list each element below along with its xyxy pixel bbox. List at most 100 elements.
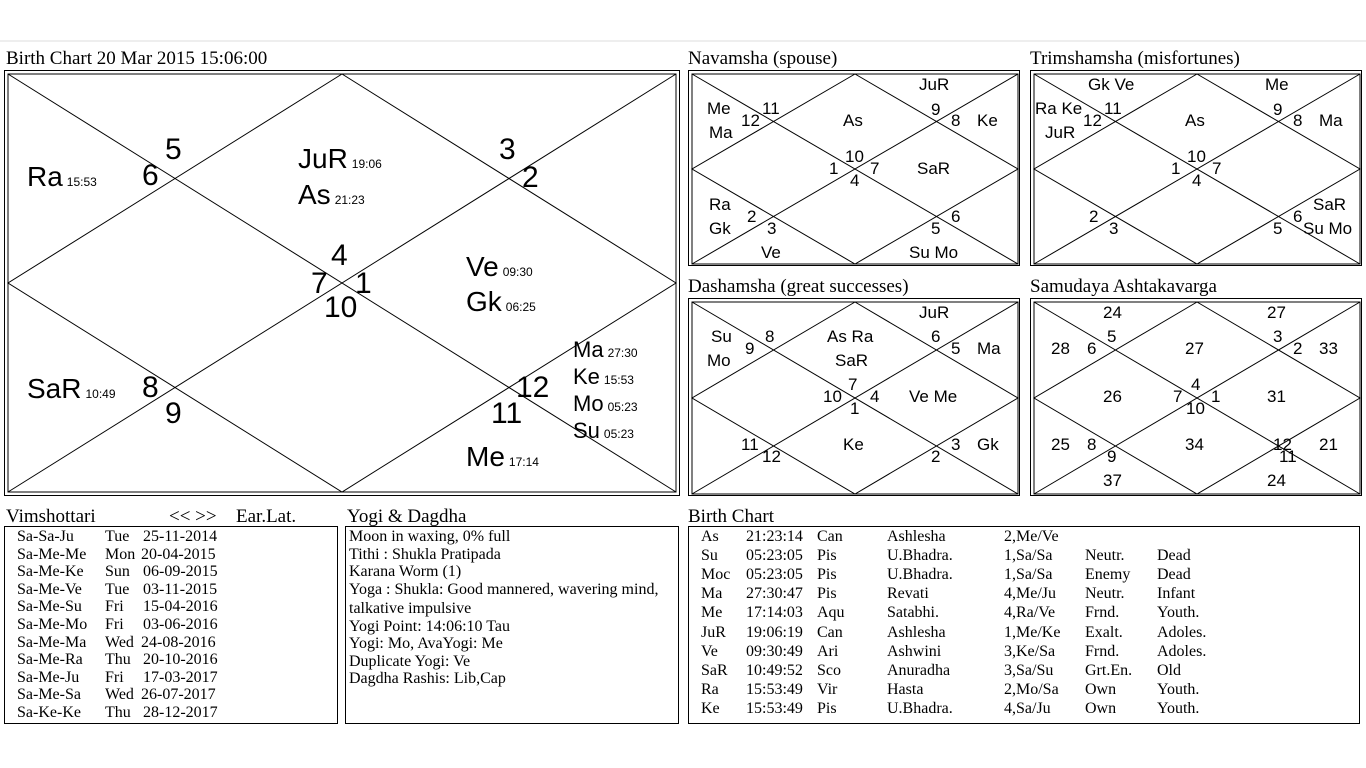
dashamsha-cell: JuR [919,303,950,322]
planet-pada: 3,Ke/Sa [1004,642,1056,660]
planet-deg: 09:30:49 [746,642,803,660]
planet-nak: U.Bhadra. [887,699,953,717]
dasha-period: Sa-Me-Su [17,598,82,616]
dasha-day: Tue [105,580,130,598]
sign-number: 4 [331,239,348,272]
planet-state: Old [1157,661,1181,679]
planet-nak: Revati [887,585,929,603]
navamsha-title: Navamsha (spouse) [688,48,838,69]
planet-planet: Me [701,604,723,622]
planet-planet: Ra [701,680,719,698]
planet-pada: 4,Sa/Ju [1004,699,1051,717]
top-separator [0,40,1366,42]
trimshamsha-cell: 12 [1083,111,1102,130]
dasha-date: 28-12-2017 [143,704,218,721]
yogi-line: Dagdha Rashis: Lib,Cap [349,670,506,688]
navamsha-grid [691,73,1019,265]
dasha-date: 20-10-2016 [143,651,218,669]
ashtakavarga-cell: 7 [1173,387,1183,406]
dashamsha-cell: Gk [977,435,999,454]
planet-rel: Frnd. [1085,642,1120,660]
navamsha-chart[interactable]: Me Ma 11 12 As JuR 9 8 Ke 1 10 7 4 SaR R… [688,70,1020,266]
dasha-period: Sa-Sa-Ju [17,528,74,545]
planet-nak: Anuradha [887,661,951,679]
trimshamsha-grid [1033,73,1361,265]
dashamsha-cell: 9 [745,339,755,358]
trimshamsha-cell: Ma [1319,111,1343,130]
dasha-date: 15-04-2016 [143,598,218,616]
dasha-day: Fri [105,598,124,616]
sign-number: 12 [516,371,550,404]
navamsha-cell: 2 [747,207,757,226]
navamsha-cell: Ma [709,123,733,142]
ashtakavarga-cell: 21 [1319,435,1338,454]
navamsha-cell: Ke [977,111,998,130]
dashamsha-grid [691,301,1019,495]
sign-number: 5 [165,133,182,166]
sign-number: 8 [142,371,159,404]
planet-rel: Enemy [1085,566,1131,584]
sign-number: 2 [522,161,539,194]
vimshottari-mode[interactable]: Ear.Lat. [236,506,297,527]
dasha-period: Sa-Me-Ma [17,633,87,651]
planet-planet: Ke [701,699,720,717]
planet-sign: Ari [817,642,839,660]
sign-number: 7 [311,267,328,300]
vimshottari-nav-arrows[interactable]: << >> [169,506,217,527]
navamsha-cell: Gk [709,219,731,238]
ashtakavarga-cell: 6 [1087,339,1097,358]
dasha-period: Sa-Me-Me [17,545,87,563]
navamsha-cell: Ra [709,195,731,214]
main-chart-title: Birth Chart 20 Mar 2015 15:06:00 [6,48,268,69]
ashtakavarga-cell: 28 [1051,339,1070,358]
planet-nak: Hasta [887,680,924,698]
dashamsha-cell: 6 [931,327,941,346]
trimshamsha-cell: 11 [1104,99,1122,118]
navamsha-cell: 6 [951,207,961,226]
yogi-line: Duplicate Yogi: Ve [349,652,471,670]
ashtakavarga-chart[interactable]: 24 27 28 6 5 27 3 2 33 26 7 4 10 1 31 25… [1030,298,1362,496]
dashamsha-cell: 11 [741,435,759,454]
planet-state: Youth. [1157,604,1200,622]
planet-state: Youth. [1157,699,1200,717]
ashtakavarga-cell: 24 [1267,471,1286,490]
planet-state: Dead [1157,547,1191,565]
planet-pada: 2,Me/Ve [1004,528,1059,545]
planet-rel: Neutr. [1085,547,1125,565]
trimshamsha-title: Trimshamsha (misfortunes) [1030,48,1240,69]
dasha-day: Tue [105,528,130,545]
navamsha-cell: Me [707,99,731,118]
dasha-date: 25-11-2014 [143,528,218,545]
planet-sign: Vir [817,680,838,698]
planet-deg: 17:14:03 [746,604,803,622]
trimshamsha-cell: 8 [1293,111,1303,130]
ashtakavarga-cell: 2 [1293,339,1303,358]
ashtakavarga-title: Samudaya Ashtakavarga [1030,276,1217,297]
planet-sign: Can [817,623,843,641]
trimshamsha-cell: SaR [1313,195,1347,214]
ashtakavarga-cell: 31 [1267,387,1286,406]
trimshamsha-chart[interactable]: Gk Ve Me Ra Ke JuR 11 12 As 9 8 Ma 1 10 … [1030,70,1362,266]
ashtakavarga-cell: 3 [1273,327,1283,346]
ashtakavarga-cell: 10 [1186,399,1205,418]
planet-state: Dead [1157,566,1191,584]
planet-state: Infant [1157,585,1196,603]
planet-pada: 1,Me/Ke [1004,623,1061,641]
trimshamsha-cell: 3 [1109,219,1119,238]
dasha-period: Sa-Me-Ju [17,668,80,686]
dashamsha-chart[interactable]: Su Mo 9 8 As Ra SaR JuR 6 5 Ma 7 10 4 1 … [688,298,1020,496]
dashamsha-cell: Mo [707,351,731,370]
dasha-date: 17-03-2017 [143,668,218,686]
trimshamsha-cell: 4 [1192,171,1202,190]
vimshottari-title: Vimshottari [6,506,96,527]
dasha-period: Sa-Me-Ra [17,651,83,669]
